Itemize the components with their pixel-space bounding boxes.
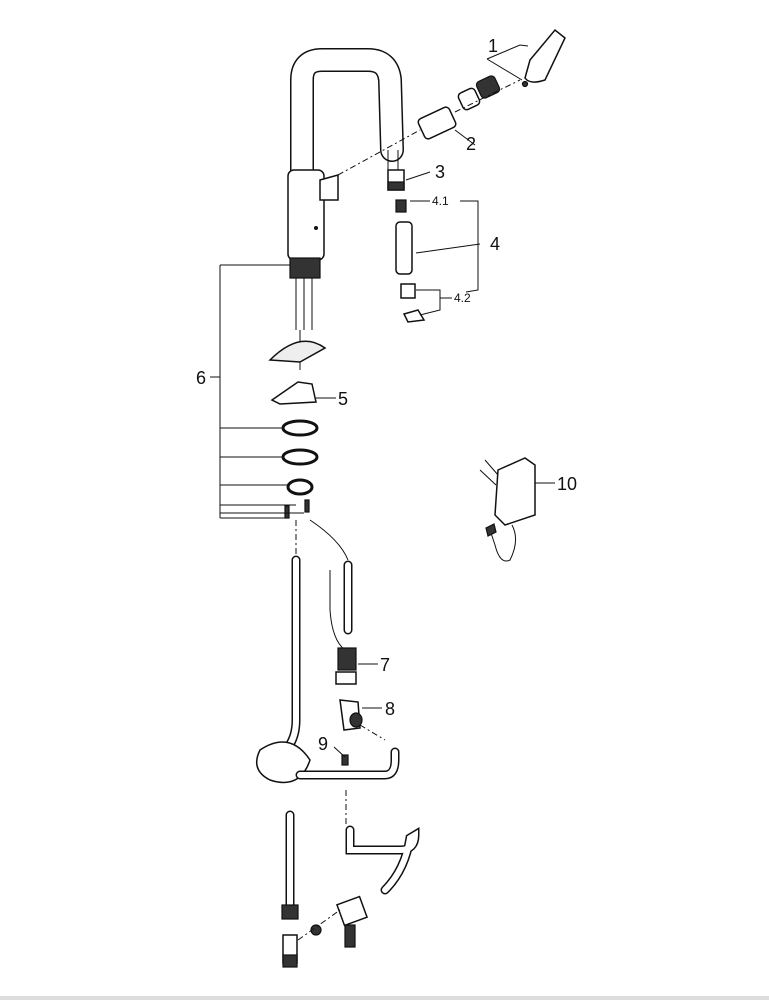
label-part-8: 8 xyxy=(385,699,395,719)
bottom-border xyxy=(0,996,769,1000)
label-part-1: 1 xyxy=(488,36,498,56)
part-2-cartridge xyxy=(337,75,521,176)
angle-valve-parts xyxy=(281,895,368,968)
label-part-4-1: 4.1 xyxy=(432,194,449,208)
label-part-6: 6 xyxy=(196,368,206,388)
label-part-4-2: 4.2 xyxy=(454,291,471,305)
label-part-9: 9 xyxy=(318,734,328,754)
label-part-5: 5 xyxy=(338,389,348,409)
label-part-2: 2 xyxy=(466,134,476,154)
supply-hoses xyxy=(255,519,420,910)
part-4-spray xyxy=(395,199,426,323)
part-3-connector xyxy=(387,150,405,191)
label-part-7: 7 xyxy=(380,655,390,675)
part-1-handle xyxy=(486,28,566,88)
label-part-10: 10 xyxy=(557,474,577,494)
label-part-4: 4 xyxy=(490,234,500,254)
leader-lines xyxy=(210,129,555,758)
label-part-3: 3 xyxy=(435,162,445,182)
part-10-power-adapter xyxy=(479,457,536,562)
faucet-body xyxy=(268,48,404,370)
parts-7-8-9 xyxy=(335,647,386,766)
part-5-mount xyxy=(270,381,319,560)
